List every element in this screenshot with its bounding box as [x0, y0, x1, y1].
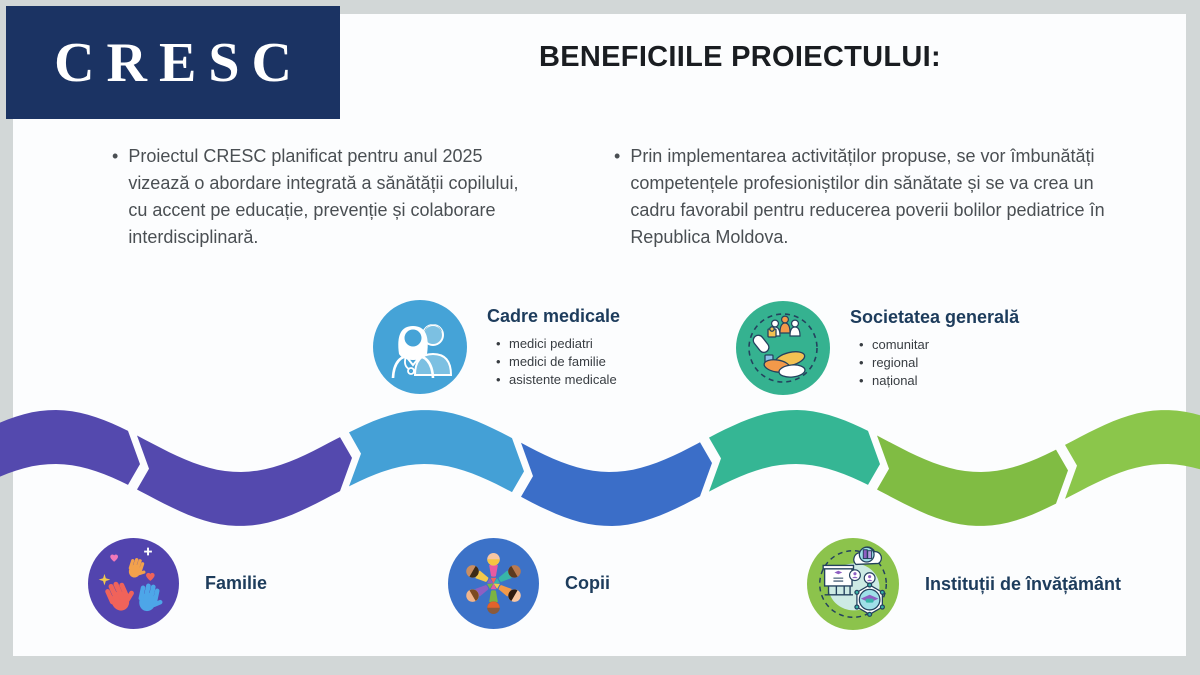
group-label: Cadre medicale	[487, 306, 621, 326]
intro-bullet-2: • Prin implementarea activităților propu…	[614, 143, 1114, 251]
education-institutions-icon	[807, 538, 899, 630]
intro-bullet-1: • Proiectul CRESC planificat pentru anul…	[112, 143, 524, 251]
group-societatea-generala: Societatea generală comunitar regional n…	[736, 301, 1019, 395]
community-hands-icon	[736, 301, 830, 395]
child-5	[466, 585, 489, 602]
sub-item: asistente medicale	[496, 372, 620, 388]
group-copii: Copii	[448, 538, 610, 629]
wave-ribbon	[0, 410, 1200, 526]
doctor-front-figure	[391, 326, 435, 379]
hearts-and-sparkles	[98, 547, 155, 586]
hand-coral	[105, 581, 134, 611]
group-familie: Familie	[88, 538, 267, 629]
school-board	[822, 564, 855, 596]
logo: CRESC	[6, 6, 340, 119]
sub-item: medici de familie	[496, 354, 620, 370]
group-label: Familie	[205, 573, 268, 593]
wave-segment-3	[349, 410, 524, 493]
child-2	[498, 565, 521, 582]
sub-item: național	[859, 373, 1019, 389]
sub-item: medici pediatri	[496, 336, 620, 352]
group-label: Instituții de învățământ	[925, 573, 1122, 594]
group-label: Societatea generală	[850, 307, 1020, 327]
bullet-dot: •	[112, 146, 119, 166]
child-1	[487, 553, 500, 577]
hand-blue	[138, 583, 163, 612]
wave-segment-7	[1065, 410, 1200, 499]
avatar-nodes	[848, 569, 876, 585]
intro-bullet-1-text: Proiectul CRESC planificat pentru anul 2…	[128, 146, 519, 247]
page-title: BENEFICIILE PROIECTULUI:	[539, 41, 941, 73]
wave-segment-5	[709, 410, 880, 492]
community-hands	[752, 326, 806, 378]
bullet-dot: •	[614, 146, 621, 166]
slide-card	[13, 14, 1186, 656]
group-items: comunitar regional național	[850, 337, 1019, 391]
doctor-back-figure	[413, 324, 453, 376]
logo-text: CRESC	[54, 31, 304, 94]
hand-orange	[128, 558, 146, 578]
sub-item: regional	[859, 355, 1019, 371]
group-institutii-invatamant: Instituții de învățământ	[807, 538, 1121, 630]
graduation-network	[854, 582, 885, 617]
community-people	[769, 315, 801, 337]
child-3	[498, 585, 521, 602]
sub-item: comunitar	[859, 337, 1019, 353]
center-pinwheel	[487, 577, 500, 590]
intro-bullet-2-text: Prin implementarea activităților propuse…	[630, 146, 1105, 247]
child-4	[487, 590, 500, 614]
children-circle-icon	[448, 538, 539, 629]
group-label: Copii	[565, 573, 610, 593]
doctors-icon	[373, 300, 467, 394]
child-6	[466, 565, 489, 582]
wave-segment-6	[877, 435, 1068, 526]
wave-segment-2	[137, 435, 352, 526]
group-items: medici pediatri medici de familie asiste…	[487, 336, 620, 390]
cloud-books	[853, 546, 883, 566]
wave-segment-1	[0, 410, 140, 485]
family-hands-icon	[88, 538, 179, 629]
wave-segment-4	[521, 442, 712, 526]
group-cadre-medicale: Cadre medicale medici pediatri medici de…	[373, 300, 620, 394]
